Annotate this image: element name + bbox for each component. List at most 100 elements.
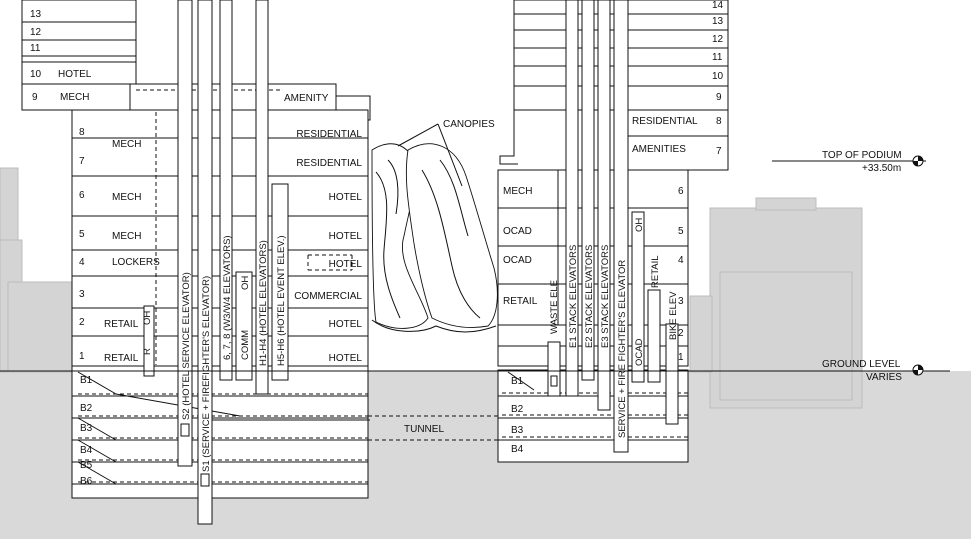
s1-cab <box>200 473 210 487</box>
canopies-leader-2 <box>437 123 463 187</box>
right-tower: 14 13 12 11 10 9 RESIDENTIAL 8 AMENITIES… <box>497 0 729 463</box>
right-podium-label: OCAD <box>503 226 532 237</box>
shaft-e1 <box>565 0 579 397</box>
left-podium-left-label: RETAIL <box>104 353 139 364</box>
shaft-s1-label: S1 (SERVICE + FIREFIGHTER'S ELEVATOR) <box>201 276 212 472</box>
shaft-s1 <box>197 0 213 525</box>
left-podium-right-label: HOTEL <box>329 231 363 242</box>
canopies-leader-1 <box>397 123 439 147</box>
right-floor-7-num: 7 <box>716 146 722 157</box>
left-podium-floor-num: 5 <box>79 229 85 240</box>
left-basement-label: B1 <box>80 375 93 386</box>
shaft-e2-label: E2 STACK ELEVATORS <box>584 245 595 348</box>
right-basement-label: B2 <box>511 404 524 415</box>
shaft-bike-label: BIKE ELEV <box>668 291 679 340</box>
comm-oh-tag: OH <box>240 276 251 290</box>
left-podium-floor-num: 6 <box>79 190 85 201</box>
shaft-service-ff-label: SERVICE + FIRE FIGHTER'S ELEVATOR <box>617 260 628 438</box>
right-podium-floor-num: 4 <box>678 255 684 266</box>
left-floor-9-num: 9 <box>32 92 38 103</box>
left-podium-left-label: LOCKERS <box>112 257 160 268</box>
left-retail-shaft <box>143 305 155 377</box>
left-floor-10-num: 10 <box>30 69 42 80</box>
left-podium-right-label: HOTEL <box>329 192 363 203</box>
right-podium-label: MECH <box>503 186 532 197</box>
shaft-ocad <box>631 211 645 383</box>
shaft-s2-label: S2 (HOTEL SERVICE ELEVATOR) <box>181 272 192 420</box>
left-oh-tag: OH <box>142 311 153 325</box>
left-basement-label: B4 <box>80 445 93 456</box>
right-oh-tag: OH <box>634 218 645 232</box>
ghost-building-right-outline <box>719 271 853 401</box>
ghost-building-left-3 <box>7 281 75 373</box>
left-podium-floor-num: 2 <box>79 317 85 328</box>
left-basement-label: B3 <box>80 423 93 434</box>
left-podium-left-label: MECH <box>112 192 141 203</box>
right-podium-floor-num: 5 <box>678 226 684 237</box>
ground-level-note: VARIES <box>866 372 902 383</box>
left-basements <box>71 365 369 499</box>
top-of-podium-marker: TOP OF PODIUM +33.50m <box>772 150 926 174</box>
shaft-s2 <box>177 0 193 467</box>
right-floor-14: 14 <box>712 0 724 11</box>
left-podium-floor-num: 7 <box>79 156 85 167</box>
left-floor-13: 13 <box>30 9 42 20</box>
left-podium-floor-num: 4 <box>79 257 85 268</box>
shaft-retail <box>647 289 661 383</box>
left-podium-right-label: HOTEL <box>329 319 363 330</box>
top-of-podium-elev: +33.50m <box>862 163 901 174</box>
shaft-service-ff <box>613 0 629 453</box>
shaft-e3-label: E3 STACK ELEVATORS <box>600 245 611 348</box>
right-podium-label: OCAD <box>503 255 532 266</box>
left-floor-9-label: MECH <box>60 92 89 103</box>
left-floor-12: 12 <box>30 27 42 38</box>
right-podium-floor-num: 2 <box>678 328 684 339</box>
right-basement-label: B4 <box>511 444 524 455</box>
right-floor-9: 9 <box>716 92 722 103</box>
right-tower-notch <box>499 110 518 165</box>
right-basement-label: B1 <box>511 376 524 387</box>
left-amenity-label: AMENITY <box>284 93 329 104</box>
right-podium-floor-num: 1 <box>678 352 684 363</box>
left-basement-label: B2 <box>80 403 93 414</box>
shaft-h5h6 <box>271 183 289 381</box>
ghost-building-right-side <box>689 295 713 373</box>
ground-level-label: GROUND LEVEL <box>822 359 901 370</box>
left-floor-10-label: HOTEL <box>58 69 92 80</box>
ghost-building-right-cap <box>755 197 817 211</box>
left-r-tag: R <box>142 348 153 355</box>
right-basement-label: B3 <box>511 425 524 436</box>
shaft-w3w4 <box>219 0 233 381</box>
tunnel-label: TUNNEL <box>404 424 444 435</box>
ground-level-marker: GROUND LEVEL VARIES <box>0 359 950 383</box>
left-podium-floor-num: 3 <box>79 289 85 300</box>
right-podium-floor-num: 6 <box>678 186 684 197</box>
shaft-h5h6-label: H5-H6 (HOTEL EVENT ELEV.) <box>276 235 287 366</box>
left-podium-floor-num: 1 <box>79 351 85 362</box>
canopies-label: CANOPIES <box>443 119 495 130</box>
right-floor-12: 12 <box>712 34 724 45</box>
left-floor-11: 11 <box>30 43 41 54</box>
right-floor-10: 10 <box>712 71 724 82</box>
top-of-podium-label: TOP OF PODIUM <box>822 150 902 161</box>
right-floor-13: 13 <box>712 16 724 27</box>
right-podium-floor-num: 3 <box>678 296 684 307</box>
left-podium-floor-num: 8 <box>79 127 85 138</box>
comm-shaft <box>235 271 253 381</box>
left-podium-left-label: MECH <box>112 231 141 242</box>
left-basement-label: B5 <box>80 460 93 471</box>
shaft-waste-label: WASTE ELE <box>549 280 560 334</box>
shaft-h1h4 <box>255 0 269 395</box>
shaft-e1-label: E1 STACK ELEVATORS <box>568 245 579 348</box>
right-basements <box>497 369 689 463</box>
left-podium-left-label: MECH <box>112 139 141 150</box>
right-floor-11: 11 <box>712 52 723 63</box>
left-podium-right-label: COMMERCIAL <box>294 291 362 302</box>
shaft-h1h4-label: H1-H4 (HOTEL ELEVATORS) <box>258 240 269 366</box>
left-podium-right-label: RESIDENTIAL <box>296 129 362 140</box>
